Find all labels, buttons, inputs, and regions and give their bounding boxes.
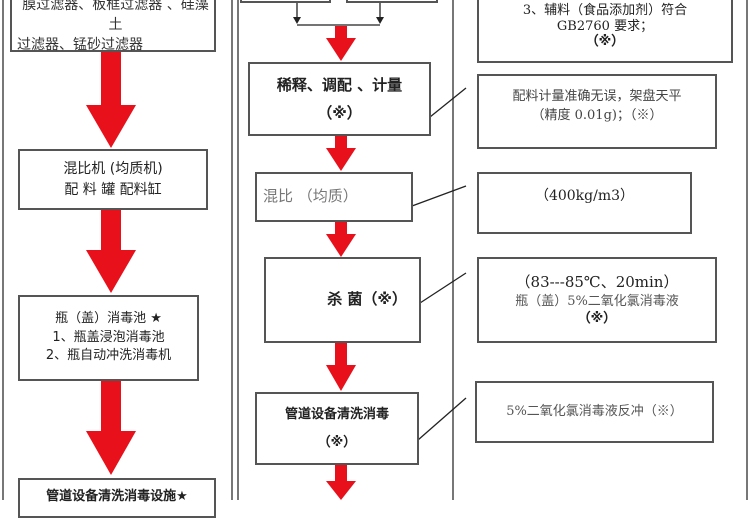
dilute-label: 稀释、调配 、计量 bbox=[276, 75, 403, 94]
connector-line bbox=[419, 272, 467, 304]
clean-box: 管道设备清洗消毒 （※） bbox=[255, 392, 419, 465]
dilute-mark: （※） bbox=[317, 104, 362, 122]
sterilize-params-line-1: （83---85℃、20min） bbox=[515, 273, 679, 292]
bottle-line-2: 1、瓶盖浸泡消毒池 bbox=[52, 329, 165, 345]
measure-box: 配料计量准确无误，架盘天平 （精度 0.01g)；（※） bbox=[477, 74, 717, 149]
left-panel-border-right bbox=[231, 0, 233, 500]
mixer-line-2: 配 料 罐 配料缸 bbox=[64, 181, 162, 198]
bottle-disinfection-box: 瓶（盖）消毒池 ★ 1、瓶盖浸泡消毒池 2、瓶自动冲洗消毒机 bbox=[18, 295, 199, 381]
right-panel-border bbox=[746, 0, 748, 500]
flush-box: 5%二氧化氯消毒液反冲（※） bbox=[475, 381, 714, 443]
dilute-box: 稀释、调配 、计量 （※） bbox=[248, 62, 431, 136]
connector-line bbox=[429, 87, 467, 118]
additives-mark: （※） bbox=[585, 34, 625, 50]
middle-panel-border bbox=[237, 0, 239, 500]
filters-box: 膜过滤器、板框过滤器 、硅藻土 过滤器、锰砂过滤器 bbox=[10, 0, 216, 54]
red-arrow bbox=[326, 26, 356, 61]
arrows-layer bbox=[86, 0, 467, 500]
left-panel-border bbox=[2, 0, 4, 500]
mixer-box: 混比机 (均质机) 配 料 罐 配料缸 bbox=[18, 149, 208, 210]
top-source-box-2 bbox=[346, 0, 438, 3]
filters-line-2: 过滤器、锰砂过滤器 bbox=[17, 37, 143, 54]
red-arrow bbox=[86, 210, 136, 293]
top-source-box-1 bbox=[240, 0, 331, 3]
pipe-facility-box: 管道设备清洗消毒设施★ bbox=[18, 478, 216, 518]
sterilize-box: 杀 菌（※） bbox=[264, 257, 421, 343]
merge-lines bbox=[296, 0, 381, 26]
clean-label: 管道设备清洗消毒 bbox=[284, 407, 389, 423]
small-arrowhead bbox=[293, 17, 301, 24]
measure-line-2: （精度 0.01g)；（※） bbox=[531, 107, 663, 123]
pipe-facility-label: 管道设备清洗消毒设施★ bbox=[46, 489, 188, 504]
middle-panel-border-right bbox=[452, 0, 454, 500]
bottle-line-3: 2、瓶自动冲洗消毒机 bbox=[45, 348, 172, 364]
density-box: （400kg/m3） bbox=[477, 172, 692, 234]
flush-label: 5%二氧化氯消毒液反冲（※） bbox=[506, 403, 683, 419]
red-arrow bbox=[326, 222, 356, 257]
additives-box: 3、辅料（食品添加剂）符合 GB2760 要求； （※） bbox=[477, 0, 733, 63]
red-arrow bbox=[86, 381, 136, 475]
mixer-line-1: 混比机 (均质机) bbox=[63, 161, 163, 178]
connector-line bbox=[417, 397, 467, 441]
sterilize-params-mark: （※） bbox=[577, 311, 617, 327]
filters-line-1: 膜过滤器、板框过滤器 、硅藻土 bbox=[22, 0, 209, 33]
additives-line-2: GB2760 要求； bbox=[556, 18, 654, 34]
small-arrowhead bbox=[376, 17, 384, 24]
mix-box: 混比 （均质） bbox=[255, 172, 413, 222]
red-arrow bbox=[326, 343, 356, 391]
bottle-line-1: 瓶（盖）消毒池 ★ bbox=[55, 310, 162, 326]
sterilize-params-box: （83---85℃、20min） 瓶（盖）5%二氧化氯消毒液 （※） bbox=[477, 257, 717, 343]
connector-line bbox=[411, 185, 467, 207]
measure-line-1: 配料计量准确无误，架盘天平 bbox=[512, 89, 682, 104]
sterilize-params-line-2: 瓶（盖）5%二氧化氯消毒液 bbox=[515, 293, 679, 309]
sterilize-label: 杀 菌（※） bbox=[327, 290, 407, 309]
mix-label: 混比 （均质） bbox=[263, 187, 358, 206]
clean-mark: （※） bbox=[317, 434, 357, 450]
red-arrow bbox=[86, 52, 136, 148]
additives-line-1: 3、辅料（食品添加剂）符合 bbox=[522, 3, 688, 19]
density-label: （400kg/m3） bbox=[534, 188, 635, 204]
red-arrow bbox=[326, 465, 356, 500]
red-arrow bbox=[326, 136, 356, 171]
